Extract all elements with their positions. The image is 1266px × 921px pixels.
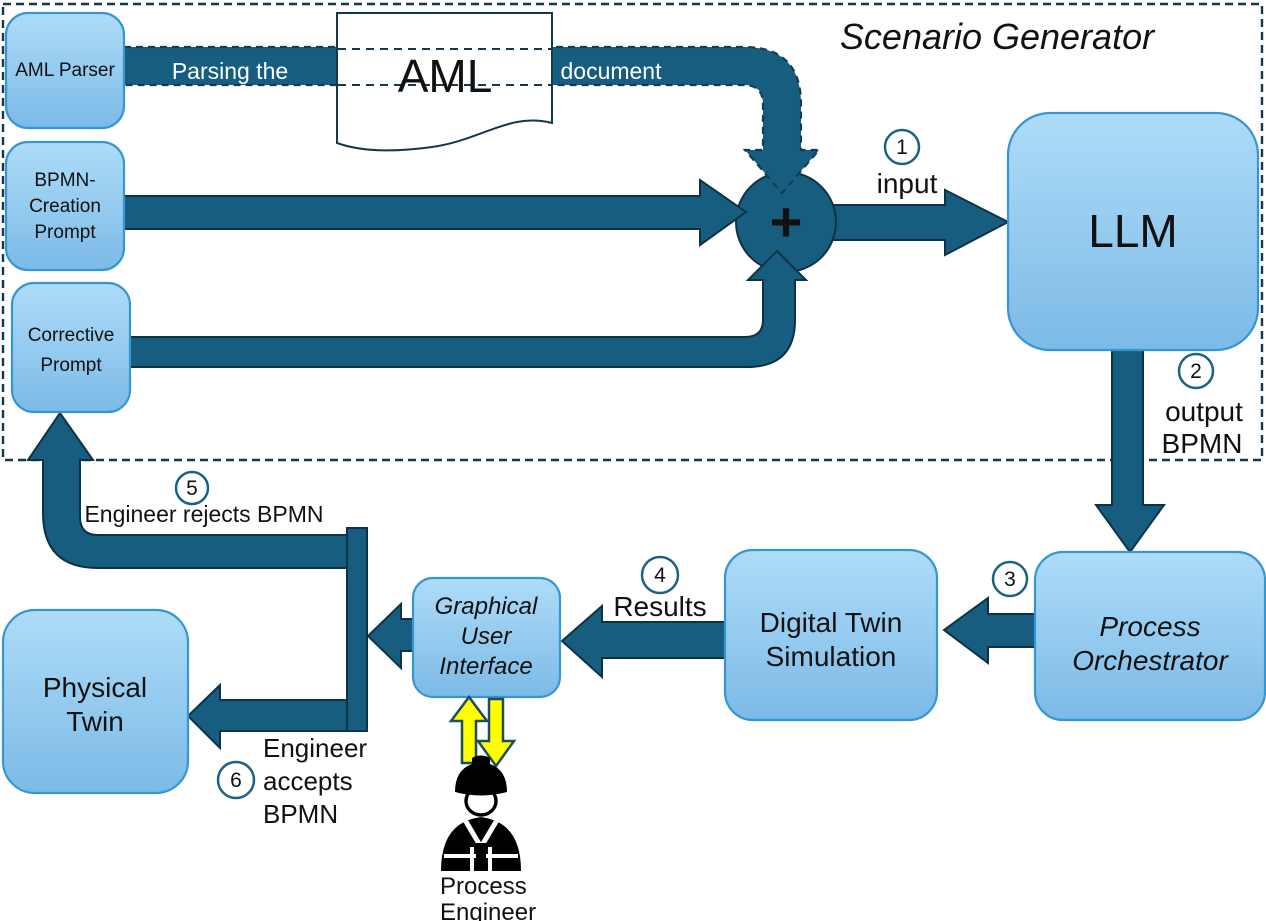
- process-orchestrator-label-line2: Orchestrator: [1072, 645, 1229, 676]
- step-5-badge: [174, 470, 210, 506]
- physical-twin-node: Physical Twin: [1, 608, 190, 795]
- aml-document-label: AML: [398, 50, 493, 102]
- step-5-number: 5: [186, 477, 198, 500]
- engineer-hard-hat: [455, 755, 507, 796]
- process-orchestrator-label-line1: Process: [1099, 611, 1200, 642]
- gui-label-line2: User: [461, 623, 513, 650]
- aml-parser-box: [4, 11, 126, 130]
- step-6-label-line1: Engineer: [263, 733, 367, 763]
- parsing-label-prefix: Parsing the: [172, 58, 288, 84]
- step-2-label-line2: BPMN: [1162, 428, 1243, 459]
- digital-twin-simulation-label-line2: Simulation: [766, 641, 897, 672]
- connector-merge-to-llm: [829, 188, 1011, 257]
- step-3-number: 3: [1004, 568, 1016, 591]
- engineer-vest-zip: [476, 843, 486, 871]
- step-3: 3: [991, 560, 1029, 598]
- digital-twin-simulation-label-line1: Digital Twin: [760, 607, 903, 638]
- merge-plus-icon: +: [770, 190, 803, 253]
- step-2-label-line1: output: [1165, 396, 1243, 427]
- gui-to-engineer-down-arrow: [475, 697, 517, 769]
- step-5: 5 Engineer rejects BPMN: [84, 470, 324, 527]
- connector-reject-to-corrective-prompt: [26, 411, 348, 569]
- step-1-label: input: [877, 168, 938, 199]
- step-4-number: 4: [654, 564, 666, 587]
- bpmn-creation-prompt-box: [4, 140, 126, 272]
- physical-twin-box: [1, 608, 190, 795]
- step-1-number: 1: [896, 136, 908, 159]
- parsing-label-suffix: document: [560, 58, 662, 84]
- connector-corrective-prompt-to-merge: [129, 249, 809, 368]
- connector-simulation-to-gui: [560, 603, 726, 680]
- step-1-badge: [883, 128, 921, 166]
- llm-box: [1006, 111, 1260, 352]
- scenario-generator-boundary: [1, 2, 1264, 462]
- step-6-badge: [216, 760, 256, 800]
- corrective-prompt-node: Corrective Prompt: [10, 281, 132, 414]
- digital-twin-simulation-node: Digital Twin Simulation: [723, 548, 939, 722]
- llm-node: LLM: [1006, 111, 1260, 352]
- corrective-prompt-box: [10, 281, 132, 414]
- step-5-label: Engineer rejects BPMN: [84, 501, 323, 527]
- connector-accept-to-physical-twin: [186, 682, 348, 751]
- step-3-badge: [991, 560, 1029, 598]
- aml-parser-node: AML Parser: [4, 11, 126, 130]
- connector-llm-to-orchestrator: [1094, 347, 1166, 554]
- llm-label: LLM: [1088, 205, 1177, 257]
- engineer-vest-seams: [470, 847, 492, 871]
- corrective-prompt-label-line2: Prompt: [40, 355, 102, 376]
- process-orchestrator-node: Process Orchestrator: [1033, 550, 1266, 722]
- step-6-number: 6: [230, 769, 242, 792]
- scenario-generator-title: Scenario Generator: [840, 16, 1156, 57]
- process-engineer-label-line1: Process: [440, 873, 527, 900]
- process-engineer-label-line2: Engineer: [440, 899, 536, 921]
- process-engineer-icon: [441, 755, 521, 871]
- gui-box: [411, 576, 562, 699]
- physical-twin-label-line2: Twin: [66, 706, 124, 737]
- connector-orchestrator-to-simulation: [942, 596, 1036, 665]
- step-1: 1 input: [877, 128, 938, 199]
- step-6-label-line2: accepts: [263, 766, 353, 796]
- connector-gui-to-junction: [366, 601, 414, 671]
- gui-node: Graphical User Interface: [411, 576, 562, 699]
- digital-twin-simulation-box: [723, 548, 939, 722]
- corrective-prompt-label-line1: Corrective: [28, 325, 115, 346]
- step-4-label: Results: [613, 591, 706, 622]
- process-orchestrator-box: [1033, 550, 1266, 722]
- step-6: 6 Engineer accepts BPMN: [216, 733, 367, 829]
- step-4: 4 Results: [613, 555, 707, 622]
- bpmn-creation-prompt-label-line1: BPMN-: [34, 170, 95, 191]
- engineer-to-gui-up-arrow: [448, 694, 490, 765]
- gui-label-line1: Graphical: [435, 593, 538, 620]
- aml-parser-label: AML Parser: [15, 60, 115, 81]
- step-2-number: 2: [1190, 360, 1202, 383]
- parsing-connector: [122, 45, 822, 195]
- connector-bpmn-prompt-to-merge: [123, 178, 748, 247]
- step-4-badge: [640, 555, 680, 595]
- step-2-badge: [1177, 352, 1215, 390]
- bpmn-creation-prompt-node: BPMN- Creation Prompt: [4, 140, 126, 272]
- bpmn-creation-prompt-label-line2: Creation: [29, 196, 101, 217]
- gui-label-line3: Interface: [439, 653, 532, 680]
- aml-document: [336, 12, 553, 152]
- bpmn-creation-prompt-label-line3: Prompt: [34, 222, 96, 243]
- junction-bar: [346, 527, 368, 732]
- step-2: 2 output BPMN: [1162, 352, 1243, 459]
- physical-twin-label-line1: Physical: [43, 672, 147, 703]
- step-6-label-line3: BPMN: [263, 799, 338, 829]
